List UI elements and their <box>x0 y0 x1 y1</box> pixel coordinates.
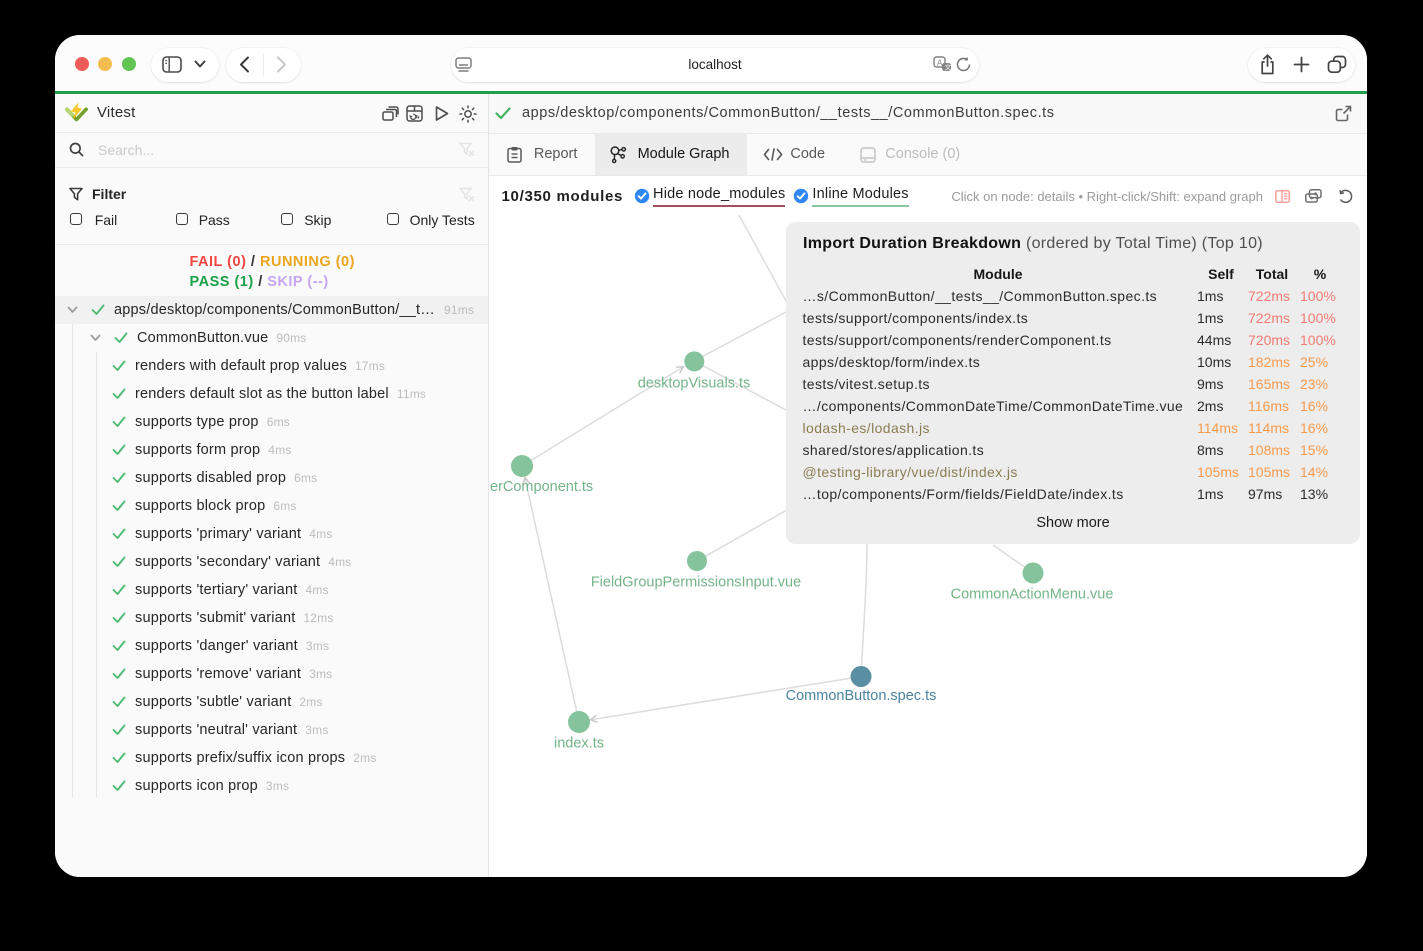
svg-text:desktopVisuals.ts: desktopVisuals.ts <box>638 375 751 391</box>
svg-text:CommonActionMenu.vue: CommonActionMenu.vue <box>951 586 1114 602</box>
svg-text:erComponent.ts: erComponent.ts <box>490 479 593 495</box>
svg-text:CommonButton.spec.ts: CommonButton.spec.ts <box>786 688 937 704</box>
svg-text:FieldGroupPermissionsInput.vue: FieldGroupPermissionsInput.vue <box>591 575 801 591</box>
svg-text:index.ts: index.ts <box>554 736 604 752</box>
svg-text:A: A <box>937 59 943 68</box>
svg-text:文: 文 <box>944 63 951 72</box>
